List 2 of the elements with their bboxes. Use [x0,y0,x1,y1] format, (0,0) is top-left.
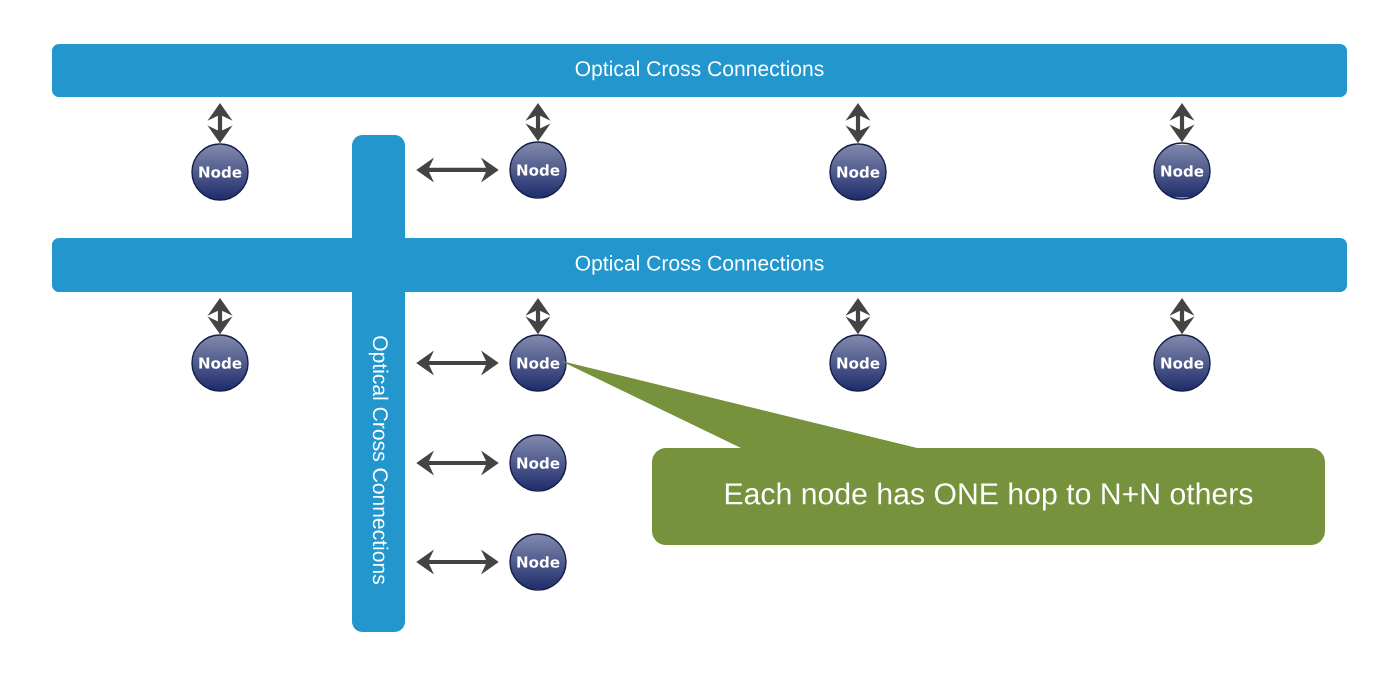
bar: Optical Cross Connections [52,44,1347,97]
bar: Optical Cross Connections [52,238,1347,292]
